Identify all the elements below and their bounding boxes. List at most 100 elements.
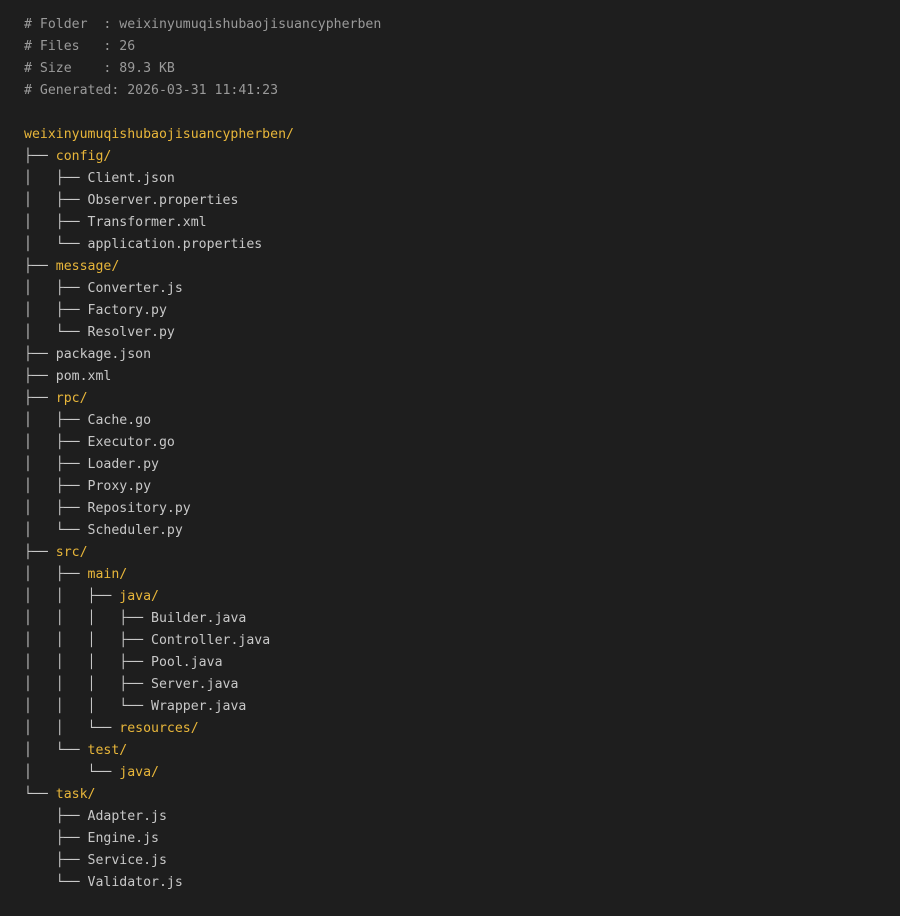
tree-file-row[interactable]: ├── package.json <box>24 344 884 366</box>
file-name: application.properties <box>87 237 263 252</box>
tree-branch-prefix: ├── <box>24 391 56 406</box>
tree-file-row[interactable]: │ │ │ ├── Builder.java <box>24 608 884 630</box>
tree-folder-row[interactable]: ├── rpc/ <box>24 388 884 410</box>
file-name: Builder.java <box>151 611 247 626</box>
tree-branch-prefix: │ ├── <box>24 193 88 208</box>
file-name: Resolver.py <box>87 325 175 340</box>
tree-branch-prefix: │ │ │ ├── <box>24 655 152 670</box>
file-name: Proxy.py <box>87 479 152 494</box>
file-name: Pool.java <box>151 655 223 670</box>
tree-file-row[interactable]: │ ├── Proxy.py <box>24 476 884 498</box>
file-name: Wrapper.java <box>151 699 247 714</box>
tree-branch-prefix: │ └── <box>24 237 88 252</box>
folder-name: message/ <box>55 259 120 274</box>
file-name: Controller.java <box>151 633 271 648</box>
tree-file-row[interactable]: ├── pom.xml <box>24 366 884 388</box>
tree-branch-prefix: │ ├── <box>24 281 88 296</box>
tree-file-row[interactable]: │ ├── Converter.js <box>24 278 884 300</box>
folder-name: config/ <box>55 149 112 164</box>
file-name: Validator.js <box>87 875 183 890</box>
tree-folder-row[interactable]: │ │ └── resources/ <box>24 718 884 740</box>
tree-folder-row[interactable]: │ ├── main/ <box>24 564 884 586</box>
tree-branch-prefix: │ ├── <box>24 303 88 318</box>
tree-branch-prefix: │ └── <box>24 325 88 340</box>
tree-branch-prefix: ├── <box>24 259 56 274</box>
folder-name: main/ <box>87 567 128 582</box>
tree-branch-prefix: ├── <box>24 809 88 824</box>
file-name: Adapter.js <box>87 809 167 824</box>
tree-file-row[interactable]: ├── Service.js <box>24 850 884 872</box>
tree-branch-prefix: │ │ │ ├── <box>24 611 152 626</box>
tree-branch-prefix: │ └── <box>24 765 120 780</box>
tree-file-row[interactable]: │ ├── Observer.properties <box>24 190 884 212</box>
tree-file-row[interactable]: │ ├── Client.json <box>24 168 884 190</box>
file-name: Repository.py <box>87 501 191 516</box>
tree-file-row[interactable]: ├── Adapter.js <box>24 806 884 828</box>
tree-branch-prefix: │ ├── <box>24 567 88 582</box>
folder-name: java/ <box>119 765 159 780</box>
folder-name: rpc/ <box>55 391 88 406</box>
tree-branch-prefix: ├── <box>24 831 88 846</box>
tree-folder-row[interactable]: │ │ ├── java/ <box>24 586 884 608</box>
tree-branch-prefix: │ │ │ ├── <box>24 677 152 692</box>
tree-file-row[interactable]: │ └── Scheduler.py <box>24 520 884 542</box>
file-name: Client.json <box>87 171 175 186</box>
tree-branch-prefix: │ └── <box>24 523 88 538</box>
tree-branch-prefix: │ ├── <box>24 457 88 472</box>
tree-file-row[interactable]: │ ├── Loader.py <box>24 454 884 476</box>
tree-branch-prefix: ├── <box>24 369 56 384</box>
tree-folder-row[interactable]: ├── message/ <box>24 256 884 278</box>
file-name: Loader.py <box>87 457 159 472</box>
files-comment: # Files : 26 <box>24 39 136 54</box>
tree-file-row[interactable]: ├── Engine.js <box>24 828 884 850</box>
tree-branch-prefix: │ │ │ └── <box>24 699 152 714</box>
tree-folder-row[interactable]: ├── src/ <box>24 542 884 564</box>
tree-branch-prefix: │ └── <box>24 743 88 758</box>
tree-file-row[interactable]: │ │ │ ├── Controller.java <box>24 630 884 652</box>
tree-folder-row[interactable]: │ └── java/ <box>24 762 884 784</box>
tree-file-row[interactable]: │ ├── Executor.go <box>24 432 884 454</box>
tree-folder-row[interactable]: └── task/ <box>24 784 884 806</box>
tree-file-row[interactable]: │ └── application.properties <box>24 234 884 256</box>
tree-branch-prefix: │ ├── <box>24 413 88 428</box>
tree-file-row[interactable]: └── Validator.js <box>24 872 884 894</box>
tree-file-row[interactable]: │ │ │ └── Wrapper.java <box>24 696 884 718</box>
folder-name: test/ <box>87 743 128 758</box>
tree-file-row[interactable]: │ │ │ ├── Pool.java <box>24 652 884 674</box>
tree-branch-prefix: │ ├── <box>24 215 88 230</box>
tree-file-row[interactable]: │ ├── Repository.py <box>24 498 884 520</box>
tree-branch-prefix: ├── <box>24 545 56 560</box>
tree-branch-prefix: ├── <box>24 149 56 164</box>
directory-tree-view: # Folder : weixinyumuqishubaojisuancyphe… <box>24 14 884 894</box>
tree-branch-prefix: │ │ │ ├── <box>24 633 152 648</box>
file-name: Transformer.xml <box>87 215 207 230</box>
file-name: Service.js <box>87 853 167 868</box>
file-name: Converter.js <box>87 281 183 296</box>
file-name: Observer.properties <box>87 193 239 208</box>
tree-branch-prefix: │ ├── <box>24 435 88 450</box>
tree-folder-row[interactable]: │ └── test/ <box>24 740 884 762</box>
tree-branch-prefix: └── <box>24 787 56 802</box>
root-folder[interactable]: weixinyumuqishubaojisuancypherben/ <box>24 127 294 142</box>
tree-branch-prefix: │ │ └── <box>24 721 120 736</box>
tree-file-row[interactable]: │ ├── Cache.go <box>24 410 884 432</box>
folder-name: task/ <box>55 787 96 802</box>
tree-file-row[interactable]: │ │ │ ├── Server.java <box>24 674 884 696</box>
tree-file-row[interactable]: │ ├── Factory.py <box>24 300 884 322</box>
tree-branch-prefix: ├── <box>24 853 88 868</box>
file-name: Factory.py <box>87 303 167 318</box>
folder-comment: # Folder : weixinyumuqishubaojisuancyphe… <box>24 17 382 32</box>
tree-branch-prefix: └── <box>24 875 88 890</box>
generated-comment: # Generated: 2026-03-31 11:41:23 <box>24 83 279 98</box>
file-name: package.json <box>55 347 152 362</box>
tree-file-row[interactable]: │ ├── Transformer.xml <box>24 212 884 234</box>
file-name: pom.xml <box>55 369 112 384</box>
folder-name: java/ <box>119 589 159 604</box>
folder-name: src/ <box>55 545 88 560</box>
blank-line <box>24 102 884 124</box>
tree-folder-row[interactable]: ├── config/ <box>24 146 884 168</box>
tree-file-row[interactable]: │ └── Resolver.py <box>24 322 884 344</box>
file-name: Engine.js <box>87 831 159 846</box>
tree-branch-prefix: │ ├── <box>24 501 88 516</box>
tree-branch-prefix: │ ├── <box>24 479 88 494</box>
